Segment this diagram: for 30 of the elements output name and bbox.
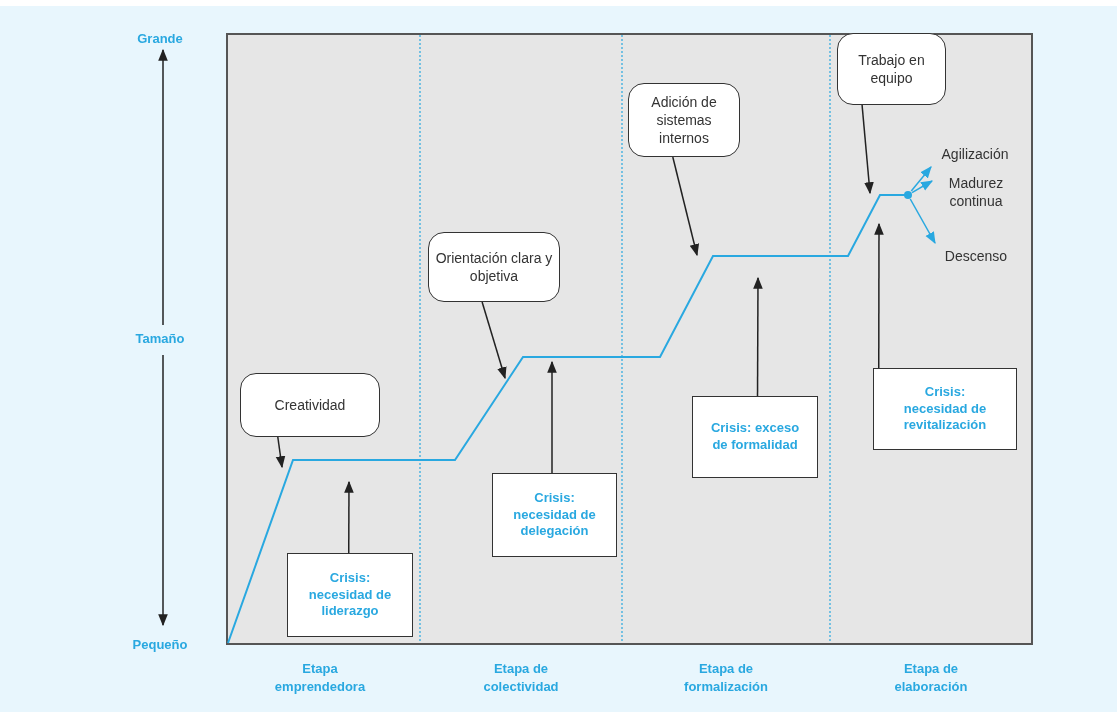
leader-arrow (344, 480, 354, 554)
outcome-label: Descenso (933, 243, 1019, 269)
leader-arrow (861, 104, 874, 195)
axis-label: Grande (136, 30, 184, 48)
leader-arrow (753, 276, 763, 397)
callout-box: Trabajo en equipo (837, 33, 946, 105)
crisis-box: Crisis: exceso de formalidad (692, 396, 818, 478)
axis-label: Tamaño (134, 330, 186, 348)
leader-arrow (481, 301, 507, 380)
crisis-box: Crisis: necesidad de delegación (492, 473, 617, 557)
outcome-label: Agilización (927, 141, 1023, 167)
crisis-box: Crisis: necesidad de revitalización (873, 368, 1017, 450)
branch-arrow (911, 180, 934, 194)
stage-label: Etapa de elaboración (893, 660, 969, 697)
branch-arrow (909, 198, 936, 245)
outcome-label: Madurez continua (934, 168, 1018, 216)
callout-box: Creatividad (240, 373, 380, 437)
leader-arrow (547, 360, 557, 474)
branch-dot (904, 191, 912, 199)
axis-label: Pequeño (131, 636, 189, 654)
callout-box: Adición de sistemas internos (628, 83, 740, 157)
stage-label: Etapa de formalización (683, 660, 769, 697)
stage-label: Etapa de colectividad (482, 660, 560, 697)
stage-label: Etapa emprendedora (273, 660, 367, 697)
leader-arrow (275, 436, 286, 469)
crisis-box: Crisis: necesidad de liderazgo (287, 553, 413, 637)
leader-arrow (874, 222, 884, 369)
branch-arrow (910, 166, 932, 192)
callout-box: Orientación clara y objetiva (428, 232, 560, 302)
leader-arrow (672, 156, 700, 257)
